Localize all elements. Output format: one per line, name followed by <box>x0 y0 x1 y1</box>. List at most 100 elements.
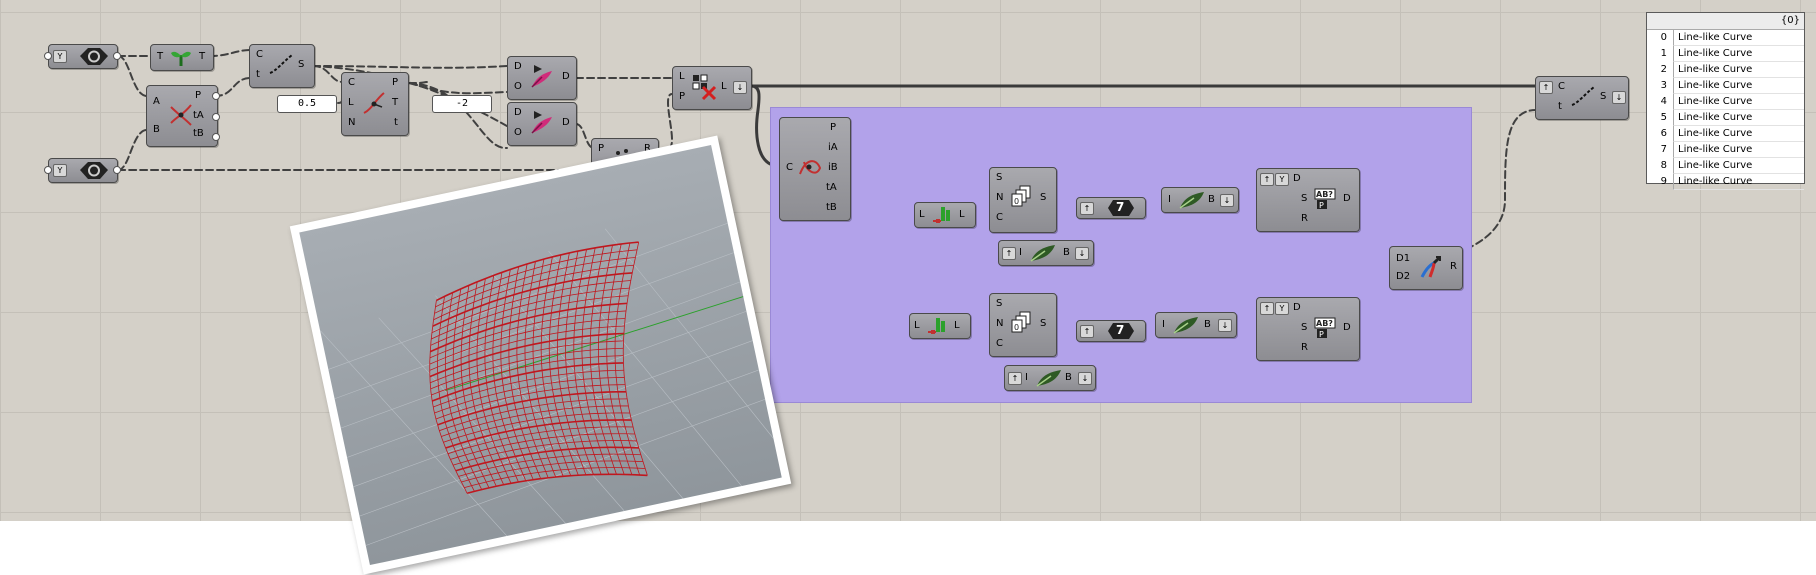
output-port[interactable] <box>113 166 121 174</box>
curve-param-top[interactable]: Y <box>48 44 118 69</box>
shatter-component[interactable]: C t S <box>249 44 315 88</box>
leaf-icon <box>1172 315 1200 335</box>
sort-component-bottom[interactable]: ↑ Y D S R AB?P D <box>1256 297 1360 361</box>
number-slider[interactable]: -2 <box>432 95 492 113</box>
cull-index-bottom[interactable]: I B ↓ <box>1155 312 1237 338</box>
port-label: t <box>394 117 398 128</box>
sprout-component[interactable]: T T <box>150 44 214 71</box>
wire <box>408 82 508 95</box>
evaluate-length-component[interactable]: C L N P T t <box>341 72 409 136</box>
port-label: S <box>996 172 1003 183</box>
dispatch-component-bottom[interactable]: D O D <box>507 102 577 146</box>
graft-tick: ↓ <box>1078 372 1092 385</box>
port-label: C <box>786 162 793 173</box>
port-label: L <box>954 320 960 331</box>
integer-param-bottom[interactable]: ↑ 7 <box>1076 320 1146 342</box>
cull-index-mid-bottom[interactable]: ↑ I B ↓ <box>1004 365 1096 391</box>
port-label: D <box>514 107 522 118</box>
panel-row-value: Line-like Curve <box>1673 62 1804 78</box>
port-label: tA <box>193 110 204 121</box>
curve-param-bottom[interactable]: Y <box>48 158 118 183</box>
hexnut-icon <box>79 47 109 66</box>
rhino-viewport-capture <box>289 135 792 575</box>
flatten-tick: ↑ <box>1260 302 1274 315</box>
panel-row-value: Line-like Curve <box>1673 78 1804 94</box>
list-length-bottom[interactable]: L L <box>909 313 971 339</box>
input-port[interactable] <box>44 52 52 60</box>
hex-icon <box>1108 323 1134 339</box>
sort-component-top[interactable]: ↑ Y D S R AB?P D <box>1256 168 1360 232</box>
flatten-tick: ↑ <box>1008 372 1022 385</box>
list-length-top[interactable]: L L <box>914 202 976 228</box>
panel-header: {0} <box>1647 13 1804 30</box>
series-component-bottom[interactable]: S N C 0 S <box>989 293 1057 357</box>
svg-text:P: P <box>1319 201 1324 210</box>
port-label: L <box>721 81 727 92</box>
port-label: T <box>392 97 399 108</box>
self-intersect-icon <box>798 156 824 180</box>
graft-tick: ↓ <box>733 81 747 94</box>
purple-group[interactable] <box>770 107 1472 403</box>
graft-tick: ↓ <box>1218 319 1232 332</box>
port-label: R <box>1301 342 1308 353</box>
port-label: S <box>996 298 1003 309</box>
cull-pattern-component[interactable]: L P L ↓ <box>672 66 752 110</box>
integer-param-top[interactable]: ↑ 7 <box>1076 197 1146 219</box>
port-label: I <box>1019 247 1022 258</box>
port-label: P <box>392 77 399 88</box>
port-label: D <box>1293 173 1301 184</box>
panel-row-value: Line-like Curve <box>1673 110 1804 126</box>
dispatch-component-top[interactable]: D O D <box>507 56 577 100</box>
port-label: R <box>644 143 651 154</box>
port-label: T <box>157 51 164 62</box>
port-label: S <box>1600 91 1607 102</box>
leaf-icon <box>1035 368 1063 388</box>
merge-component[interactable]: D1 D2 R <box>1389 246 1463 290</box>
list-length-icon <box>926 316 950 336</box>
hex-value: 7 <box>1116 323 1125 337</box>
port-label: S <box>1301 322 1308 333</box>
port-label: L <box>348 97 354 108</box>
curve-self-intersect[interactable]: C P iA iB tA tB <box>779 117 851 221</box>
port-label: S <box>1040 192 1047 203</box>
panel-row-index: 3 <box>1660 80 1667 91</box>
panel-row-index: 4 <box>1660 96 1667 107</box>
series-component-top[interactable]: S N C 0 S <box>989 167 1057 233</box>
port-label: L <box>914 320 920 331</box>
panel-row-index: 9 <box>1660 176 1667 187</box>
port-label: I <box>1168 194 1171 205</box>
viewport-image <box>299 144 782 566</box>
hex-icon <box>1108 200 1134 216</box>
hex-value: 7 <box>1116 200 1125 214</box>
output-port[interactable] <box>212 92 220 100</box>
output-port[interactable] <box>212 113 220 121</box>
cull-index-mid-top[interactable]: ↑ I B ↓ <box>998 240 1094 266</box>
port-label: P <box>679 91 686 102</box>
port-label: T <box>199 51 206 62</box>
curve-icon <box>1570 85 1596 107</box>
wire <box>214 77 252 97</box>
expand-tick: Y <box>1275 173 1289 186</box>
shatter-component-right[interactable]: ↑ C t S ↓ <box>1535 76 1629 120</box>
input-port[interactable] <box>44 166 52 174</box>
port-label: B <box>153 124 160 135</box>
cull-index-top[interactable]: I B ↓ <box>1161 187 1239 213</box>
output-port[interactable] <box>212 133 220 141</box>
port-label: I <box>1025 372 1028 383</box>
port-label: iB <box>828 162 838 173</box>
port-label: D <box>1343 322 1351 333</box>
port-label: O <box>514 127 522 138</box>
flatten-tick: ↑ <box>1002 247 1016 260</box>
number-slider[interactable]: 0.5 <box>277 95 337 113</box>
curve-curve-intersect[interactable]: A B P tA tB <box>146 85 218 147</box>
output-port[interactable] <box>113 52 121 60</box>
wire <box>117 55 148 97</box>
expand-tick: Y <box>53 164 67 177</box>
panel-row-value: Line-like Curve <box>1673 30 1804 46</box>
port-label: D <box>1293 302 1301 313</box>
